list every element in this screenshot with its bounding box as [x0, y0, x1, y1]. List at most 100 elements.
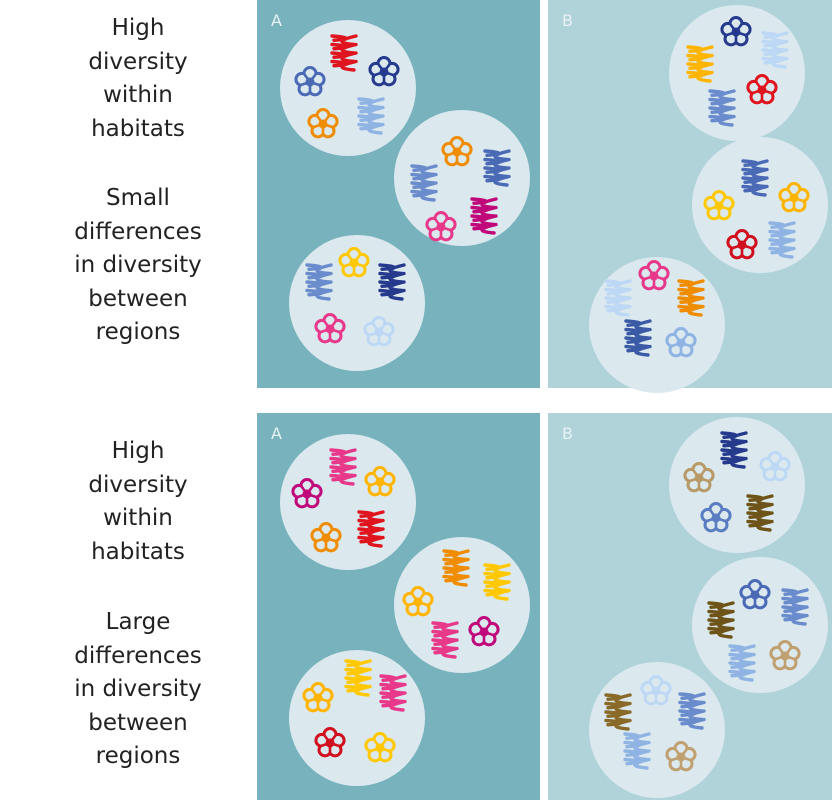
- caption-line: regions: [95, 743, 181, 770]
- spring-species-icon: [781, 588, 809, 626]
- flower-species-icon: [425, 211, 457, 242]
- habitat-circle: [289, 235, 425, 371]
- spring-species-icon: [431, 621, 459, 659]
- spring-species-icon: [707, 601, 735, 639]
- flower-species-icon: [683, 462, 715, 493]
- caption-line: diversity: [88, 48, 188, 75]
- spring-species-icon: [768, 221, 796, 259]
- flower-species-icon: [720, 16, 752, 47]
- spring-species-icon: [741, 159, 769, 197]
- spring-species-icon: [357, 97, 385, 135]
- spring-species-icon: [442, 549, 470, 587]
- spring-species-icon: [330, 34, 358, 72]
- flower-species-icon: [759, 451, 791, 482]
- caption-line: Small: [106, 185, 170, 211]
- flower-species-icon: [363, 316, 395, 347]
- caption-line: High: [111, 438, 165, 464]
- flower-species-icon: [294, 66, 326, 97]
- spring-species-icon: [761, 31, 789, 69]
- flower-species-icon: [746, 74, 778, 105]
- flower-species-icon: [769, 640, 801, 671]
- flower-species-icon: [640, 675, 672, 706]
- region-label: B: [562, 424, 573, 443]
- flower-species-icon: [778, 182, 810, 213]
- flower-species-icon: [638, 260, 670, 291]
- spring-species-icon: [305, 263, 333, 301]
- flower-species-icon: [291, 478, 323, 509]
- caption-line: between: [88, 285, 188, 312]
- spring-species-icon: [708, 89, 736, 127]
- habitat-background: [394, 110, 530, 246]
- habitat-circle: [289, 650, 425, 786]
- flower-species-icon: [665, 741, 697, 772]
- caption-line: in diversity: [74, 676, 202, 703]
- spring-species-icon: [604, 693, 632, 731]
- flower-species-icon: [314, 727, 346, 758]
- spring-species-icon: [624, 319, 652, 357]
- spring-species-icon: [483, 149, 511, 187]
- spring-species-icon: [604, 279, 632, 317]
- caption-line: Large: [105, 609, 171, 635]
- habitat-circle: [394, 110, 530, 246]
- habitat-circle: [692, 137, 828, 273]
- flower-species-icon: [307, 108, 339, 139]
- region-panel-a: A: [257, 413, 540, 800]
- flower-species-icon: [364, 466, 396, 497]
- flower-species-icon: [364, 732, 396, 763]
- flower-species-icon: [310, 522, 342, 553]
- caption-line: habitats: [91, 115, 185, 142]
- flower-species-icon: [441, 136, 473, 167]
- spring-species-icon: [686, 45, 714, 83]
- flower-species-icon: [402, 586, 434, 617]
- flower-species-icon: [368, 56, 400, 87]
- habitat-circle: [669, 5, 805, 141]
- flower-species-icon: [338, 247, 370, 278]
- caption-line: in diversity: [74, 252, 202, 279]
- spring-species-icon: [483, 563, 511, 601]
- caption-line: High: [111, 15, 165, 41]
- caption-row2-between: Large differences in diversity between r…: [38, 606, 238, 774]
- caption-row1-within: High diversity within habitats: [38, 12, 238, 146]
- region-panel-b: B: [548, 0, 832, 393]
- region-panel-a: A: [257, 0, 540, 388]
- spring-species-icon: [746, 494, 774, 532]
- caption-line: differences: [74, 218, 202, 245]
- habitat-circle: [589, 662, 725, 798]
- caption-line: habitats: [91, 538, 185, 565]
- spring-species-icon: [378, 263, 406, 301]
- flower-species-icon: [665, 327, 697, 358]
- habitat-circle: [394, 537, 530, 673]
- caption-line: regions: [95, 319, 181, 346]
- habitat-circle: [280, 20, 416, 156]
- region-label: A: [271, 11, 282, 30]
- habitat-circle: [692, 557, 828, 693]
- caption-line: diversity: [88, 471, 188, 498]
- caption-row1-between: Small differences in diversity between r…: [38, 182, 238, 350]
- spring-species-icon: [677, 279, 705, 317]
- flower-species-icon: [302, 682, 334, 713]
- spring-species-icon: [329, 448, 357, 486]
- flower-species-icon: [314, 313, 346, 344]
- flower-species-icon: [726, 229, 758, 260]
- spring-species-icon: [470, 197, 498, 235]
- spring-species-icon: [720, 431, 748, 469]
- caption-line: between: [88, 709, 188, 736]
- habitat-circle: [280, 434, 416, 570]
- caption-line: within: [103, 505, 173, 532]
- caption-line: differences: [74, 642, 202, 669]
- habitat-circle: [589, 257, 725, 393]
- region-label: A: [271, 424, 282, 443]
- spring-species-icon: [379, 674, 407, 712]
- flower-species-icon: [739, 579, 771, 610]
- spring-species-icon: [357, 510, 385, 548]
- spring-species-icon: [728, 644, 756, 682]
- habitat-background: [669, 5, 805, 141]
- spring-species-icon: [344, 659, 372, 697]
- flower-species-icon: [700, 502, 732, 533]
- caption-row2-within: High diversity within habitats: [38, 435, 238, 569]
- flower-species-icon: [703, 190, 735, 221]
- spring-species-icon: [623, 732, 651, 770]
- flower-species-icon: [468, 616, 500, 647]
- region-panel-b: B: [548, 413, 832, 800]
